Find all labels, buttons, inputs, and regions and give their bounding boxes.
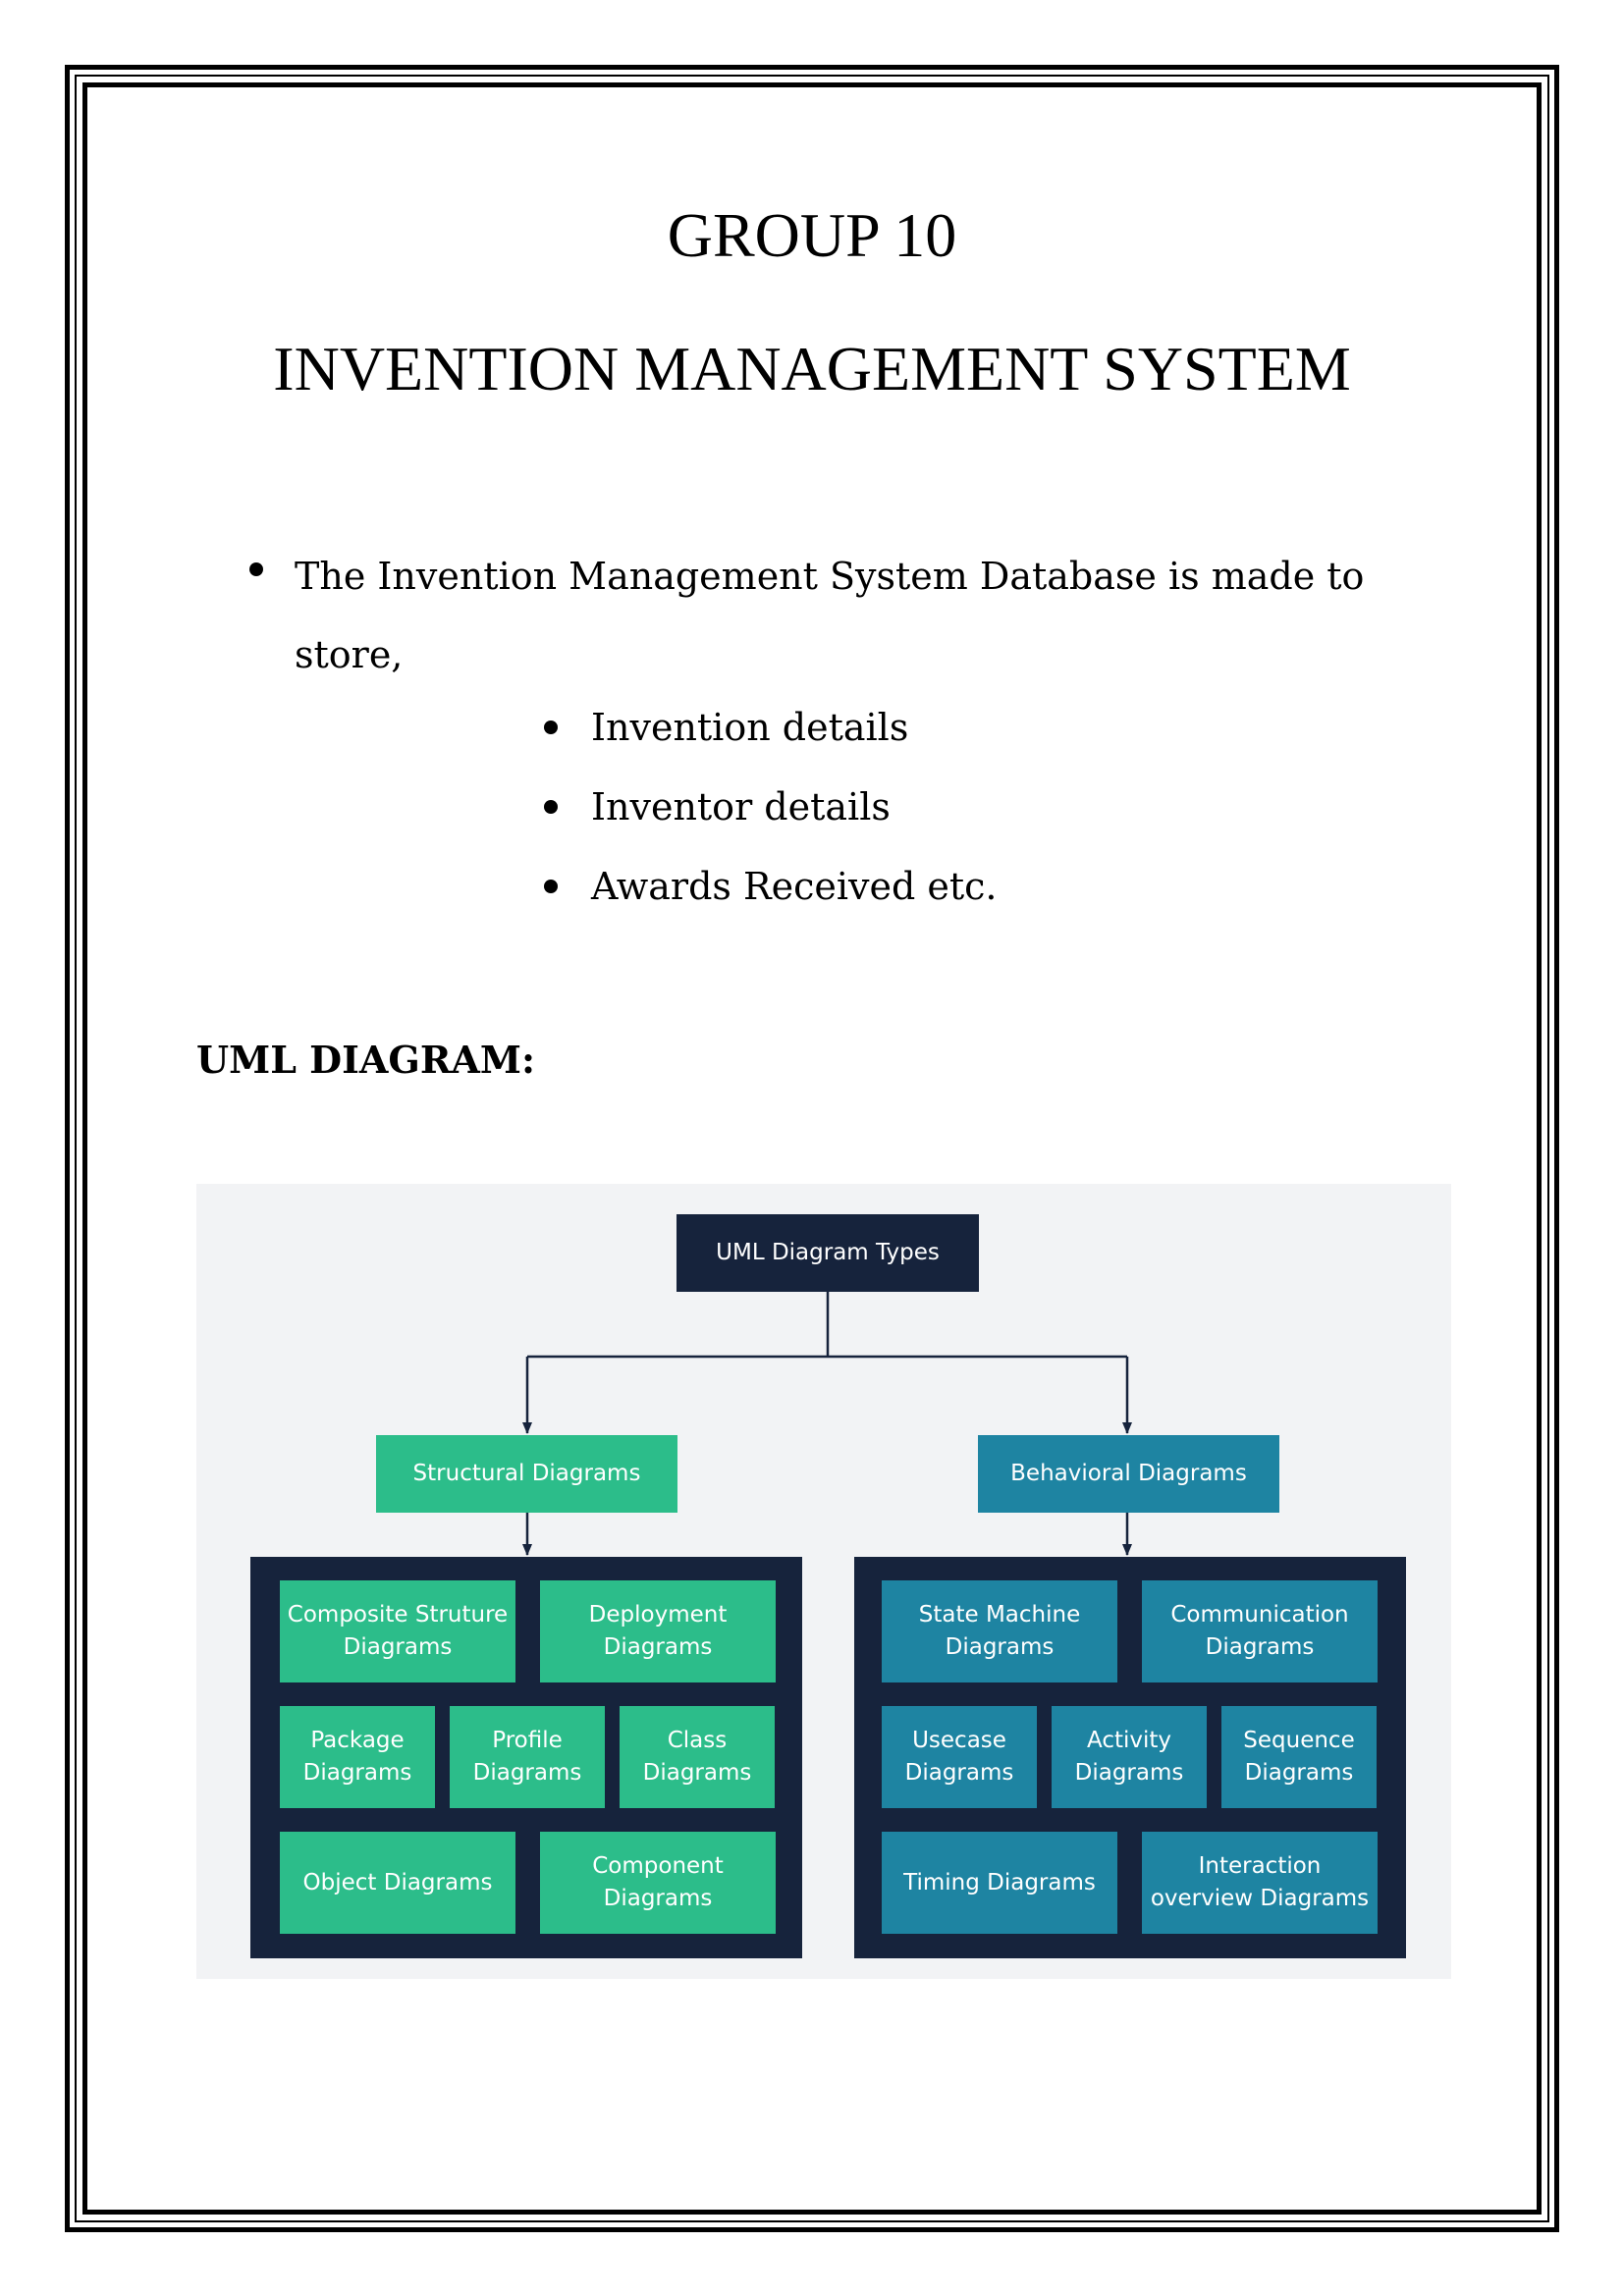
interaction-overview-diagrams: Interaction overview Diagrams	[1142, 1832, 1378, 1934]
root-node: UML Diagram Types	[677, 1214, 979, 1292]
bullet-item-2	[544, 800, 558, 814]
composite-structure-diagrams: Composite Struture Diagrams	[280, 1580, 515, 1682]
package-diagrams: Package Diagrams	[280, 1706, 435, 1808]
intro-text: The Invention Management System Database…	[295, 555, 1365, 676]
bullet-intro	[249, 562, 263, 576]
class-diagrams: Class Diagrams	[620, 1706, 775, 1808]
section-heading: UML DIAGRAM:	[196, 1038, 535, 1082]
behavioral-node: Behavioral Diagrams	[978, 1435, 1279, 1513]
object-diagrams: Object Diagrams	[280, 1832, 515, 1934]
communication-diagrams: Communication Diagrams	[1142, 1580, 1378, 1682]
page-border-inner	[82, 82, 1542, 2215]
bullet-item-1	[544, 721, 558, 734]
stored-item-inventor: Inventor details	[591, 785, 891, 828]
bullet-item-3	[544, 880, 558, 893]
sequence-diagrams: Sequence Diagrams	[1221, 1706, 1377, 1808]
project-title: INVENTION MANAGEMENT SYSTEM	[273, 334, 1351, 403]
component-diagrams: Component Diagrams	[540, 1832, 776, 1934]
state-machine-diagrams: State Machine Diagrams	[882, 1580, 1117, 1682]
structural-node: Structural Diagrams	[376, 1435, 677, 1513]
stored-item-invention: Invention details	[591, 706, 909, 749]
group-title: GROUP 10	[667, 200, 957, 270]
timing-diagrams: Timing Diagrams	[882, 1832, 1117, 1934]
deployment-diagrams: Deployment Diagrams	[540, 1580, 776, 1682]
usecase-diagrams: Usecase Diagrams	[882, 1706, 1037, 1808]
diagram-connectors	[522, 1292, 1132, 1556]
uml-diagram: UML Diagram Types Structural Diagrams Be…	[196, 1184, 1451, 1979]
activity-diagrams: Activity Diagrams	[1052, 1706, 1207, 1808]
profile-diagrams: Profile Diagrams	[450, 1706, 605, 1808]
stored-item-awards: Awards Received etc.	[591, 865, 998, 908]
page-border-outer	[65, 65, 1559, 2232]
page-border-middle	[75, 75, 1549, 2222]
